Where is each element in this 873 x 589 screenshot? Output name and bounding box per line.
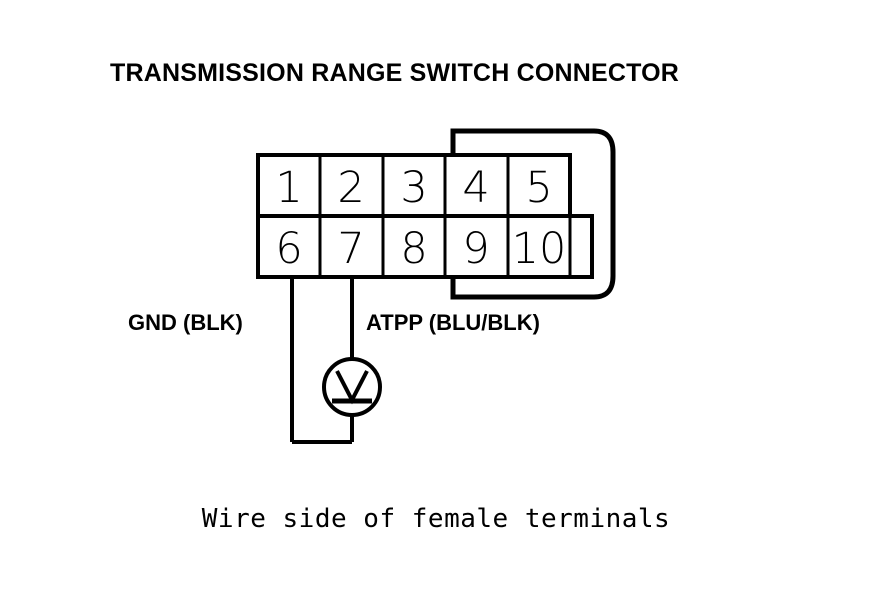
pin-label-1: 1 [275, 163, 302, 213]
pin-label-8: 8 [400, 224, 427, 274]
voltmeter-icon [322, 357, 382, 417]
pin-label-5: 5 [525, 163, 552, 213]
pin-label-2: 2 [337, 163, 364, 213]
pin-label-10: 10 [512, 224, 567, 274]
connector-body [450, 128, 616, 300]
page-title: TRANSMISSION RANGE SWITCH CONNECTOR [110, 59, 679, 87]
connector-shell-outline [450, 128, 616, 300]
pin-label-3: 3 [400, 163, 427, 213]
pin-grid: 1 2 3 4 5 6 7 8 9 10 [256, 153, 594, 279]
pin-label-6: 6 [275, 224, 302, 274]
voltmeter-circle [322, 357, 382, 417]
test-circuit [290, 277, 354, 444]
wire-label-atpp: ATPP (BLU/BLK) [366, 310, 540, 335]
voltmeter-v-glyph [335, 370, 369, 405]
pin-label-7: 7 [337, 224, 364, 274]
pin-label-9: 9 [462, 224, 489, 274]
wire-label-gnd: GND (BLK) [128, 310, 243, 335]
pin-grid-bottom-row-outline [256, 214, 594, 279]
diagram-caption: Wire side of female terminals [202, 504, 670, 534]
pin-label-4: 4 [462, 163, 489, 213]
